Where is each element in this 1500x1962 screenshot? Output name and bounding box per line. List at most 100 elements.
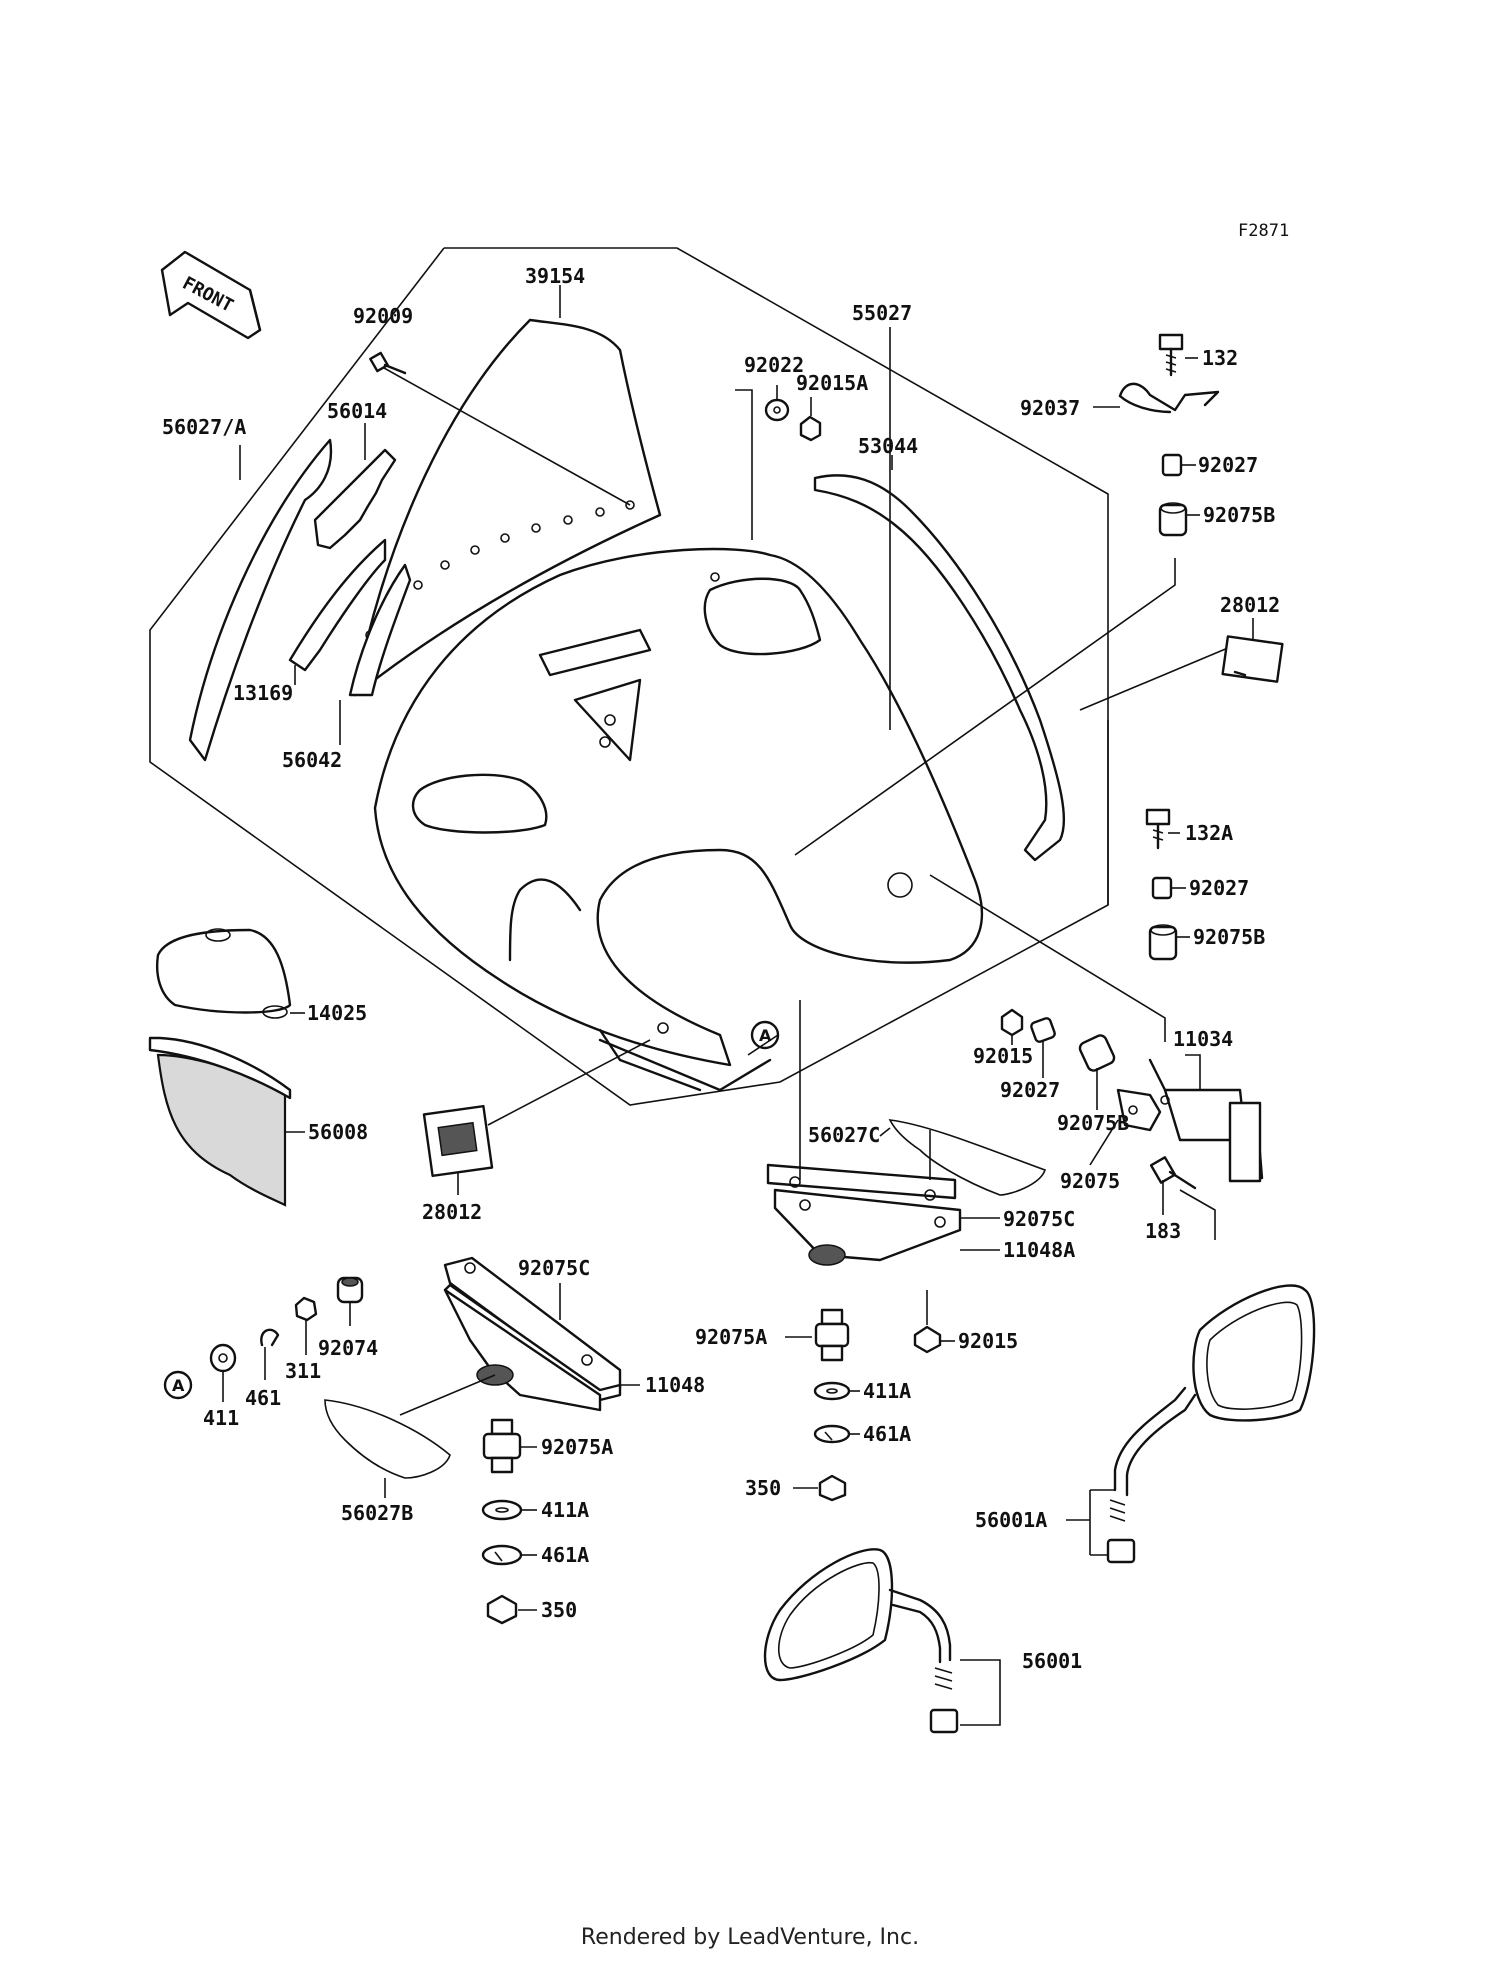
cover-14025-part — [156, 928, 292, 1019]
figure-code: F2871 — [1238, 221, 1289, 241]
trim-56027c-part — [888, 1119, 1047, 1196]
leader-mid — [794, 558, 1176, 856]
grommet-92027-mid-icon — [1151, 876, 1173, 900]
stud-92075a-left-icon — [482, 1418, 522, 1474]
label-14025: 14025 — [307, 1001, 367, 1025]
nut-92015-mid-icon — [1000, 1008, 1024, 1037]
nut-311-icon — [294, 1296, 318, 1322]
label-92037: 92037 — [1020, 396, 1080, 420]
label-13169: 13169 — [233, 681, 293, 705]
plate-28012-left-icon — [422, 1104, 494, 1178]
label-92075: 92075 — [1060, 1169, 1120, 1193]
grommet-92075b-mid-icon — [1148, 924, 1178, 961]
label-411a-left: 411A — [541, 1498, 589, 1522]
label-92075b-mid: 92075B — [1193, 925, 1265, 949]
bolt-183-icon — [1149, 1156, 1197, 1190]
pocket-56008-part — [148, 1036, 292, 1207]
label-92022: 92022 — [744, 353, 804, 377]
ref-marker-label-bottom: A — [172, 1376, 185, 1395]
leader-92022 — [735, 389, 753, 540]
washer-92022-icon — [764, 398, 790, 422]
label-92075b-top: 92075B — [1203, 503, 1275, 527]
grommet-92027-low-icon — [1030, 1017, 1056, 1043]
windshield-part — [353, 318, 662, 697]
front-arrow-icon: FRONT — [160, 250, 262, 340]
label-132a: 132A — [1185, 821, 1233, 845]
label-461: 461 — [245, 1386, 281, 1410]
bracket-11034-part — [1116, 1058, 1264, 1183]
footer-credit: Rendered by LeadVenture, Inc. — [580, 1925, 920, 1950]
trim-56014-part — [313, 448, 397, 550]
label-92015-low: 92015 — [958, 1329, 1018, 1353]
washer-411-icon — [209, 1343, 237, 1373]
washer-411a-left-icon — [481, 1499, 523, 1521]
leader-92009 — [374, 362, 631, 506]
cowl-part — [373, 547, 983, 1092]
label-350-right: 350 — [745, 1476, 781, 1500]
nut-350-left-icon — [486, 1594, 518, 1625]
bolt-132-icon — [1158, 333, 1184, 377]
label-461a-right: 461A — [863, 1422, 911, 1446]
nut-92015-low-icon — [913, 1325, 942, 1354]
label-92075c-left: 92075C — [518, 1256, 590, 1280]
clip-92037-icon — [1118, 382, 1220, 414]
bracket-11048a-part — [766, 1163, 962, 1266]
grommet-92075b-low-icon — [1078, 1034, 1116, 1072]
label-92075a-right: 92075A — [695, 1325, 767, 1349]
label-11034: 11034 — [1173, 1027, 1233, 1051]
trim-56027b-part — [324, 1399, 451, 1479]
label-311: 311 — [285, 1359, 321, 1383]
leader-mid2 — [929, 874, 1166, 1042]
label-56001a: 56001A — [975, 1508, 1047, 1532]
stud-92075a-right-icon — [814, 1308, 850, 1362]
grommet-92027-top-icon — [1161, 453, 1183, 477]
label-92015a: 92015A — [796, 371, 868, 395]
nut-92015a-icon — [799, 415, 822, 442]
label-56008: 56008 — [308, 1120, 368, 1144]
label-28012-right: 28012 — [1220, 593, 1280, 617]
ref-marker-a-bottom: A — [163, 1370, 193, 1400]
label-350-left: 350 — [541, 1598, 577, 1622]
washer-461a-right-icon — [813, 1424, 851, 1444]
bracket-11048-part — [443, 1256, 622, 1412]
label-183: 183 — [1145, 1219, 1181, 1243]
label-53044: 53044 — [858, 434, 918, 458]
label-56027b: 56027B — [341, 1501, 413, 1525]
label-411: 411 — [203, 1406, 239, 1430]
label-92027-low: 92027 — [1000, 1078, 1060, 1102]
label-56042: 56042 — [282, 748, 342, 772]
washer-461-icon — [260, 1328, 280, 1347]
label-92009: 92009 — [353, 304, 413, 328]
ref-marker-label: A — [759, 1026, 772, 1045]
mirror-56001-part — [763, 1548, 959, 1734]
trim-13169-part — [288, 538, 387, 672]
trim-56042-part — [348, 563, 412, 697]
label-92027-top: 92027 — [1198, 453, 1258, 477]
label-92075a-left: 92075A — [541, 1435, 613, 1459]
label-56027c: 56027C — [808, 1123, 880, 1147]
washer-461a-left-icon — [481, 1544, 523, 1566]
assembly-outline — [149, 247, 1109, 1106]
label-39154: 39154 — [525, 264, 585, 288]
edge-trim-part — [813, 474, 1066, 862]
nut-350-right-icon — [818, 1474, 847, 1502]
mirror-56001a-part — [1106, 1284, 1316, 1564]
label-92074: 92074 — [318, 1336, 378, 1360]
label-55027: 55027 — [852, 301, 912, 325]
label-411a-right: 411A — [863, 1379, 911, 1403]
collar-92074-icon — [336, 1276, 364, 1304]
leader-28012r — [1079, 644, 1236, 711]
trim-56027a-part — [188, 438, 333, 762]
label-56014: 56014 — [327, 399, 387, 423]
label-28012-left: 28012 — [422, 1200, 482, 1224]
label-92075c-right: 92075C — [1003, 1207, 1075, 1231]
label-92027-mid: 92027 — [1189, 876, 1249, 900]
grommet-92075b-top-icon — [1158, 502, 1188, 537]
bolt-92009-icon — [369, 351, 407, 375]
label-11048a: 11048A — [1003, 1238, 1075, 1262]
label-56027a: 56027/A — [162, 415, 246, 439]
label-92075b-low: 92075B — [1057, 1111, 1129, 1135]
label-92015-mid: 92015 — [973, 1044, 1033, 1068]
bolt-132a-icon — [1145, 808, 1171, 850]
